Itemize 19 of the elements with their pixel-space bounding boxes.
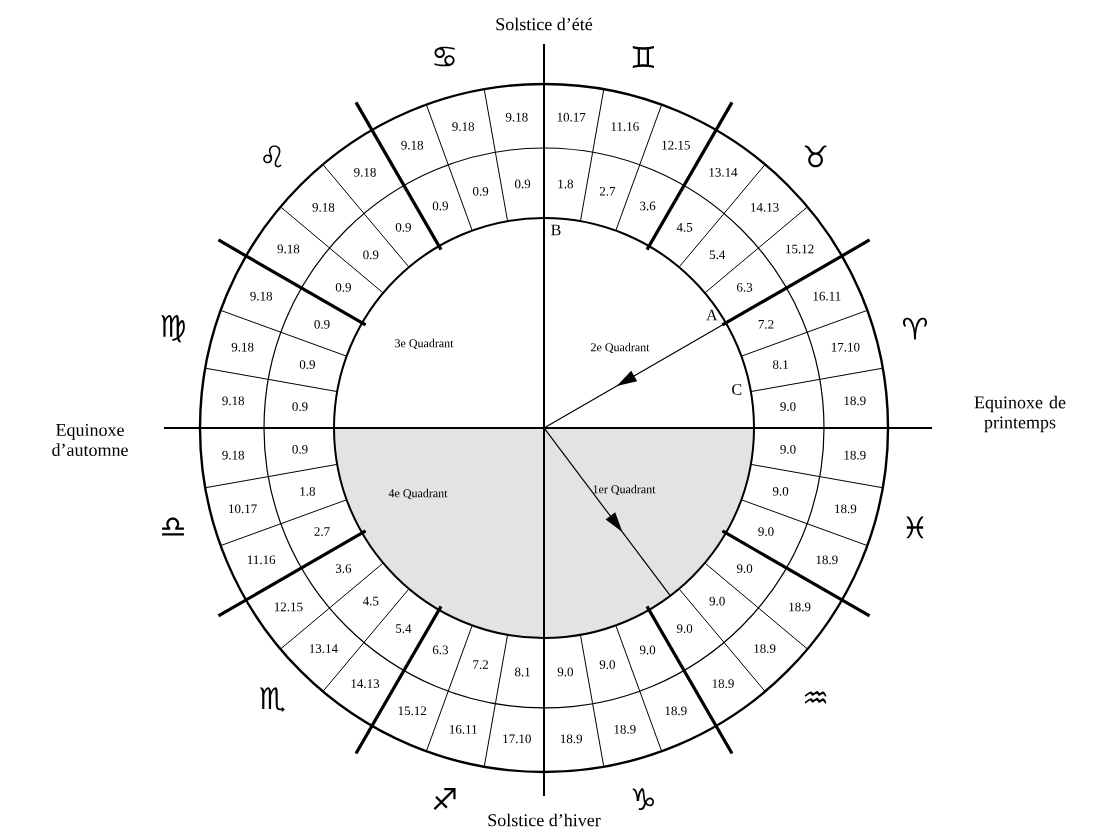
axis-label: Solstice d’été xyxy=(496,17,593,31)
zodiac-sign: ♑ xyxy=(632,788,654,810)
zodiac-sign: ♋ xyxy=(434,46,455,67)
axis-label: Equinoxe d’automne xyxy=(52,423,128,457)
zodiac-sign: ♒ xyxy=(804,690,827,704)
zodiac-sign: ♓ xyxy=(906,516,924,539)
zodiac-sign: ♐ xyxy=(433,788,456,810)
zodiac-sign: ♉ xyxy=(804,145,827,168)
point-label: C xyxy=(732,384,742,395)
axis-label: Solstice d’hiver xyxy=(488,813,601,827)
zodiac-sign: ♏ xyxy=(259,687,285,712)
zodiac-sign: ♊ xyxy=(632,46,654,68)
point-label: A xyxy=(706,309,718,321)
zodiac-sign: ♎ xyxy=(162,517,184,536)
zodiac-sign: ♍ xyxy=(161,314,185,343)
point-label: B xyxy=(551,224,561,236)
zodiac-sign: ♌ xyxy=(263,145,282,168)
zodiac-sign: ♈ xyxy=(902,317,928,340)
axis-label: Equinoxe de printemps xyxy=(974,395,1066,433)
